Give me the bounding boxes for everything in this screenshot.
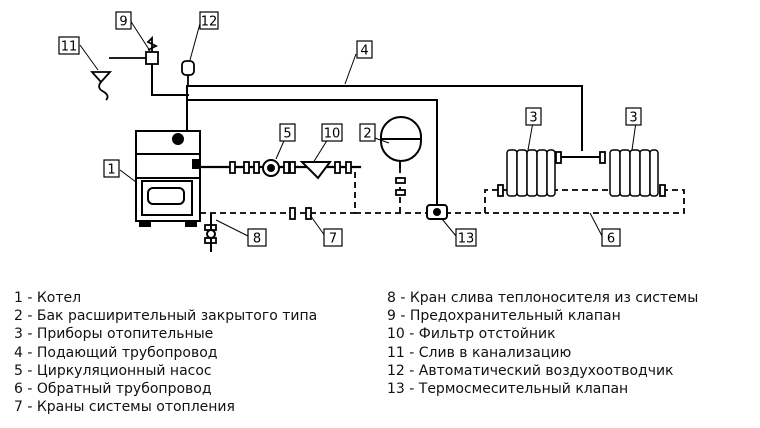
legend-item: 4 - Подающий трубопровод: [14, 344, 218, 361]
callout-6: 6: [607, 232, 615, 247]
legend-item: 1 - Котел: [14, 290, 82, 306]
callout-10: 10: [324, 127, 341, 142]
legend-item: 6 - Обратный трубопровод: [14, 381, 212, 398]
fittings: [204, 151, 666, 244]
expansion-tank: [380, 116, 422, 168]
circulation-pump: [262, 159, 280, 177]
supply-pipe: [186, 85, 583, 151]
legend-item: 12 - Автоматический воздухоотводчик: [387, 362, 674, 379]
callout-labels: 9 12 11 4 5 10 2 3 3 1 8 7 13 6: [61, 15, 638, 247]
supply-to-boiler-top: [151, 59, 189, 96]
callouts: [58, 11, 642, 247]
heating-scheme-diagram: 9 12 11 4 5 10 2 3 3 1 8 7 13 6: [58, 11, 685, 252]
callout-12: 12: [201, 15, 218, 30]
radiator-left: [506, 149, 556, 197]
legend-item: 10 - Фильтр отстойник: [387, 326, 556, 343]
legend-item: 3 - Приборы отопительные: [14, 326, 214, 343]
callout-7: 7: [329, 232, 337, 247]
callout-8: 8: [253, 232, 261, 247]
legend-item: 9 - Предохранительный клапан: [387, 308, 621, 325]
callout-4: 4: [360, 44, 368, 59]
legend-item: 11 - Слив в канализацию: [387, 344, 572, 361]
callout-2: 2: [363, 127, 371, 142]
callout-3a: 3: [529, 111, 537, 126]
legend-right: 8 - Кран слива теплоносителя из системы …: [387, 289, 698, 398]
thermo-mixing-valve: [426, 204, 448, 220]
filter: [299, 161, 332, 180]
callout-13: 13: [458, 232, 475, 247]
legend-item: 8 - Кран слива теплоносителя из системы: [387, 290, 699, 306]
drain-valve: [206, 213, 216, 252]
callout-5: 5: [283, 127, 291, 142]
legend-item: 2 - Бак расширительный закрытого типа: [14, 308, 318, 325]
radiator-right: [609, 149, 659, 197]
legend-item: 5 - Циркуляционный насос: [14, 362, 212, 379]
callout-3b: 3: [629, 111, 637, 126]
return-right: [484, 189, 685, 214]
safety-group: [89, 35, 159, 101]
callout-9: 9: [119, 15, 127, 30]
legend-item: 7 - Краны системы отопления: [14, 399, 235, 416]
air-vent: [181, 60, 195, 86]
callout-1: 1: [107, 163, 115, 178]
legend-left: 1 - Котел 2 - Бак расширительный закрыто…: [14, 289, 317, 416]
legend-item: 13 - Термосмесительный клапан: [387, 381, 629, 398]
boiler: [135, 130, 201, 227]
callout-11: 11: [61, 40, 78, 55]
